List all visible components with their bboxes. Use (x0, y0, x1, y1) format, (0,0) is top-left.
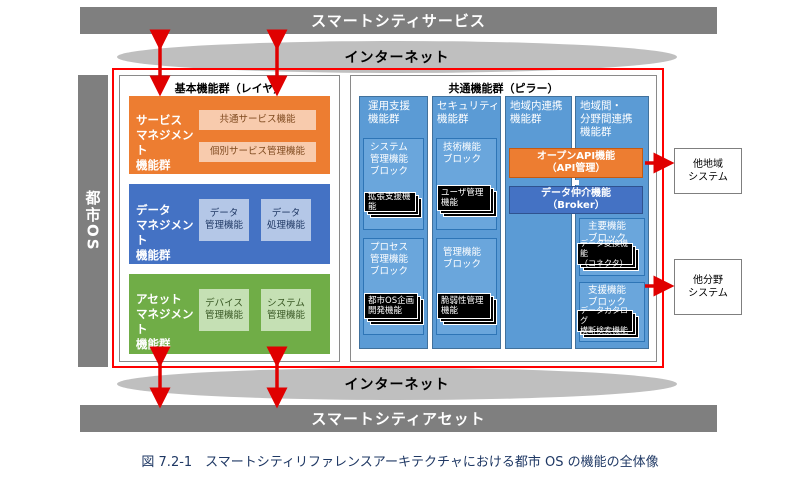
internet-ellipse-bottom: インターネット (117, 368, 677, 400)
data-processing-function: データ 処理機能 (261, 199, 311, 241)
process-management-block-label: プロセス 管理機能 ブロック (370, 242, 409, 277)
security-title: セキュリティ 機能群 (437, 100, 500, 125)
common-service-function: 共通サービス機能 (199, 110, 316, 130)
figure-caption: 図 7.2-1 スマートシティリファレンスアーキテクチャにおける都市 OS の機… (141, 455, 659, 470)
city-os-planning-function: 都市OS企画 開発機能 (364, 293, 418, 319)
connector-dot (574, 180, 579, 185)
support-function-block-label: 支援機能 ブロック (588, 285, 627, 308)
inter-regional-collaboration-title: 地域間・ 分野間連携 機能群 (580, 100, 633, 138)
open-api-function: オープンAPI機能 （API管理） (509, 148, 643, 178)
city-os-frame (112, 68, 664, 368)
smart-city-asset-bar: スマートシティアセット (80, 405, 717, 432)
other-field-system: 他分野 システム (674, 259, 742, 315)
extension-support-function: 拡張支援機能 (364, 192, 416, 212)
device-management-function: デバイス 管理機能 (199, 289, 249, 331)
system-management-function: システム 管理機能 (261, 289, 311, 331)
data-management-title: データ マネジメント 機能群 (136, 203, 194, 262)
data-management-function: データ 管理機能 (199, 199, 249, 241)
user-management-function: ユーザ管理 機能 (437, 185, 491, 211)
common-functions-title: 共通機能群（ピラー） (448, 82, 559, 95)
asset-management-title: アセット マネジメント 機能群 (136, 292, 194, 351)
operation-support-title: 運用支援 機能群 (368, 100, 410, 125)
other-region-system: 他地域 システム (674, 148, 742, 194)
city-os-bar: 都市OS (78, 75, 108, 367)
vulnerability-management-function: 脆弱性管理 機能 (437, 293, 491, 319)
system-management-block-label: システム 管理機能 ブロック (370, 142, 409, 177)
internet-ellipse-top: インターネット (117, 41, 677, 73)
basic-functions-title: 基本機能群（レイヤ） (174, 82, 285, 95)
technical-function-block-label: 技術機能 ブロック (443, 142, 482, 165)
management-function-block-label: 管理機能 ブロック (443, 247, 482, 270)
data-broker-function: データ仲介機能 （Broker） (509, 186, 643, 214)
regional-collaboration-column (505, 96, 572, 349)
individual-service-management: 個別サービス管理機能 (199, 142, 316, 162)
data-catalog-search-function: データカタログ 横断検索機能 (577, 306, 633, 335)
smart-city-service-bar: スマートシティサービス (80, 7, 717, 34)
main-function-block-label: 主要機能 ブロック (588, 221, 627, 244)
regional-collaboration-title: 地域内連携 機能群 (510, 100, 563, 125)
service-management-title: サービス マネジメント 機能群 (136, 113, 194, 172)
data-conversion-function: データ変換機能 （コネクタ） (577, 239, 633, 268)
